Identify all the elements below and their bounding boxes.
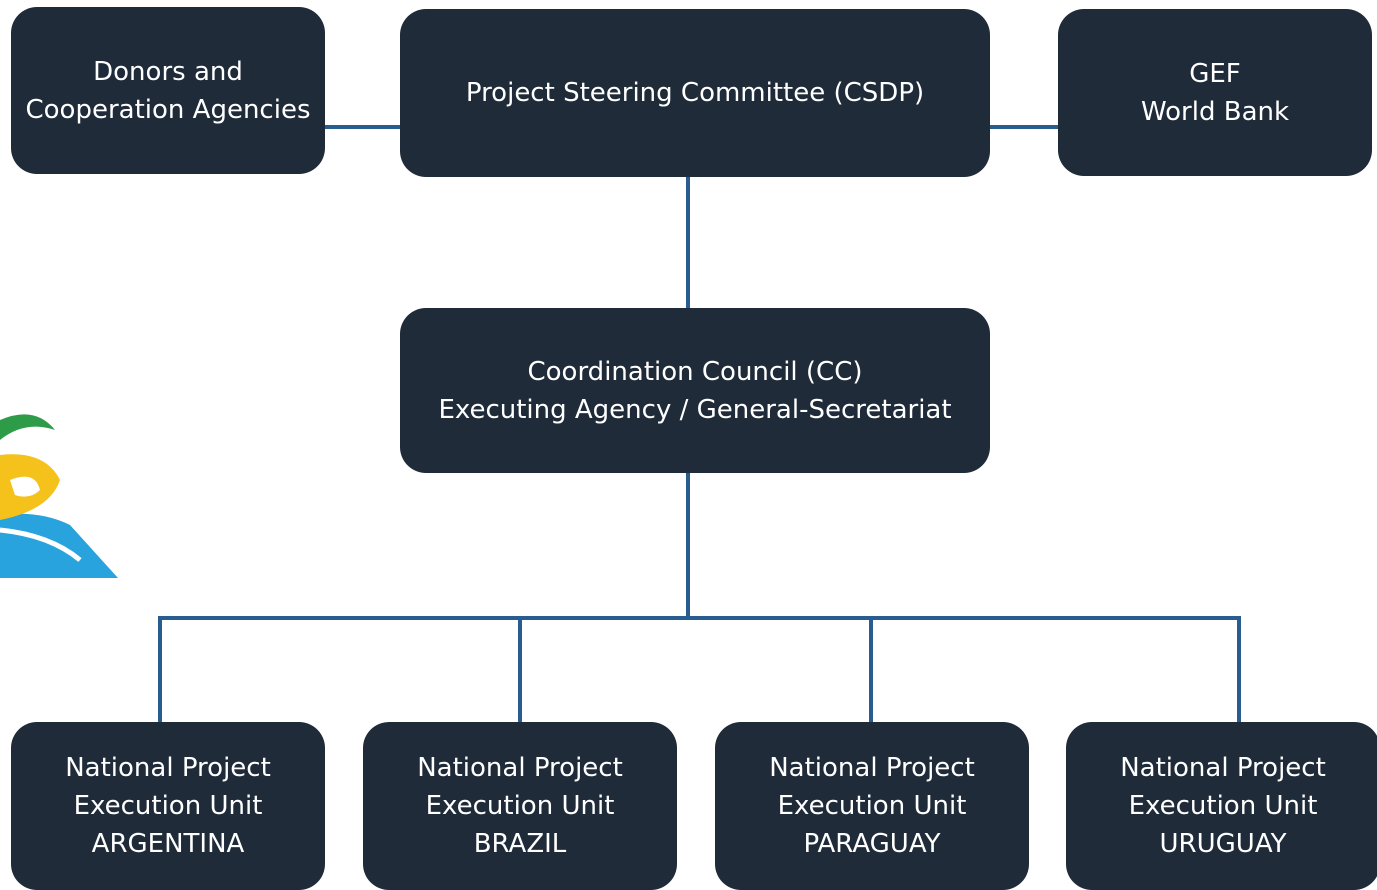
unit-line2: Execution Unit <box>73 791 263 821</box>
unit-line1: National Project <box>1120 753 1326 783</box>
project-logo-fragment <box>0 414 118 578</box>
connector-council-bus <box>686 472 690 618</box>
node-unit-argentina: National Project Execution Unit ARGENTIN… <box>11 722 325 890</box>
unit-line1: National Project <box>65 753 271 783</box>
node-steering-line1: Project Steering Committee (CSDP) <box>465 78 925 108</box>
node-unit-brazil: National Project Execution Unit BRAZIL <box>363 722 677 890</box>
unit-line1: National Project <box>417 753 623 783</box>
unit-line1: National Project <box>769 753 975 783</box>
unit-line2: Execution Unit <box>1128 791 1318 821</box>
node-council-line1: Coordination Council (CC) <box>527 356 863 387</box>
node-donors-line1: Donors and <box>93 56 243 87</box>
connector-bus-brazil <box>518 616 522 724</box>
node-funders-line1: GEF <box>1189 58 1241 89</box>
node-donors: Donors and Cooperation Agencies <box>11 7 325 174</box>
node-funders: GEF World Bank <box>1058 9 1372 176</box>
node-unit-paraguay: National Project Execution Unit PARAGUAY <box>715 722 1029 890</box>
connector-bus-paraguay <box>869 616 873 724</box>
unit-country: PARAGUAY <box>803 829 941 859</box>
unit-country: ARGENTINA <box>91 829 245 859</box>
unit-line2: Execution Unit <box>425 791 615 821</box>
connector-steering-funders <box>988 125 1060 129</box>
node-unit-uruguay: National Project Execution Unit URUGUAY <box>1066 722 1377 890</box>
connector-bus-argentina <box>158 616 162 724</box>
node-donors-line2: Cooperation Agencies <box>25 94 311 125</box>
connector-steering-council <box>686 176 690 310</box>
node-council-line2: Executing Agency / General-Secretariat <box>438 394 952 425</box>
connector-donors-steering <box>325 125 402 129</box>
connector-horizontal-bus <box>158 616 1241 620</box>
unit-country: URUGUAY <box>1159 829 1287 859</box>
connector-bus-uruguay <box>1237 616 1241 724</box>
node-funders-line2: World Bank <box>1140 96 1290 127</box>
unit-country: BRAZIL <box>473 829 567 859</box>
unit-line2: Execution Unit <box>777 791 967 821</box>
node-coordination-council: Coordination Council (CC) Executing Agen… <box>400 308 990 473</box>
node-steering-committee: Project Steering Committee (CSDP) <box>400 9 990 177</box>
